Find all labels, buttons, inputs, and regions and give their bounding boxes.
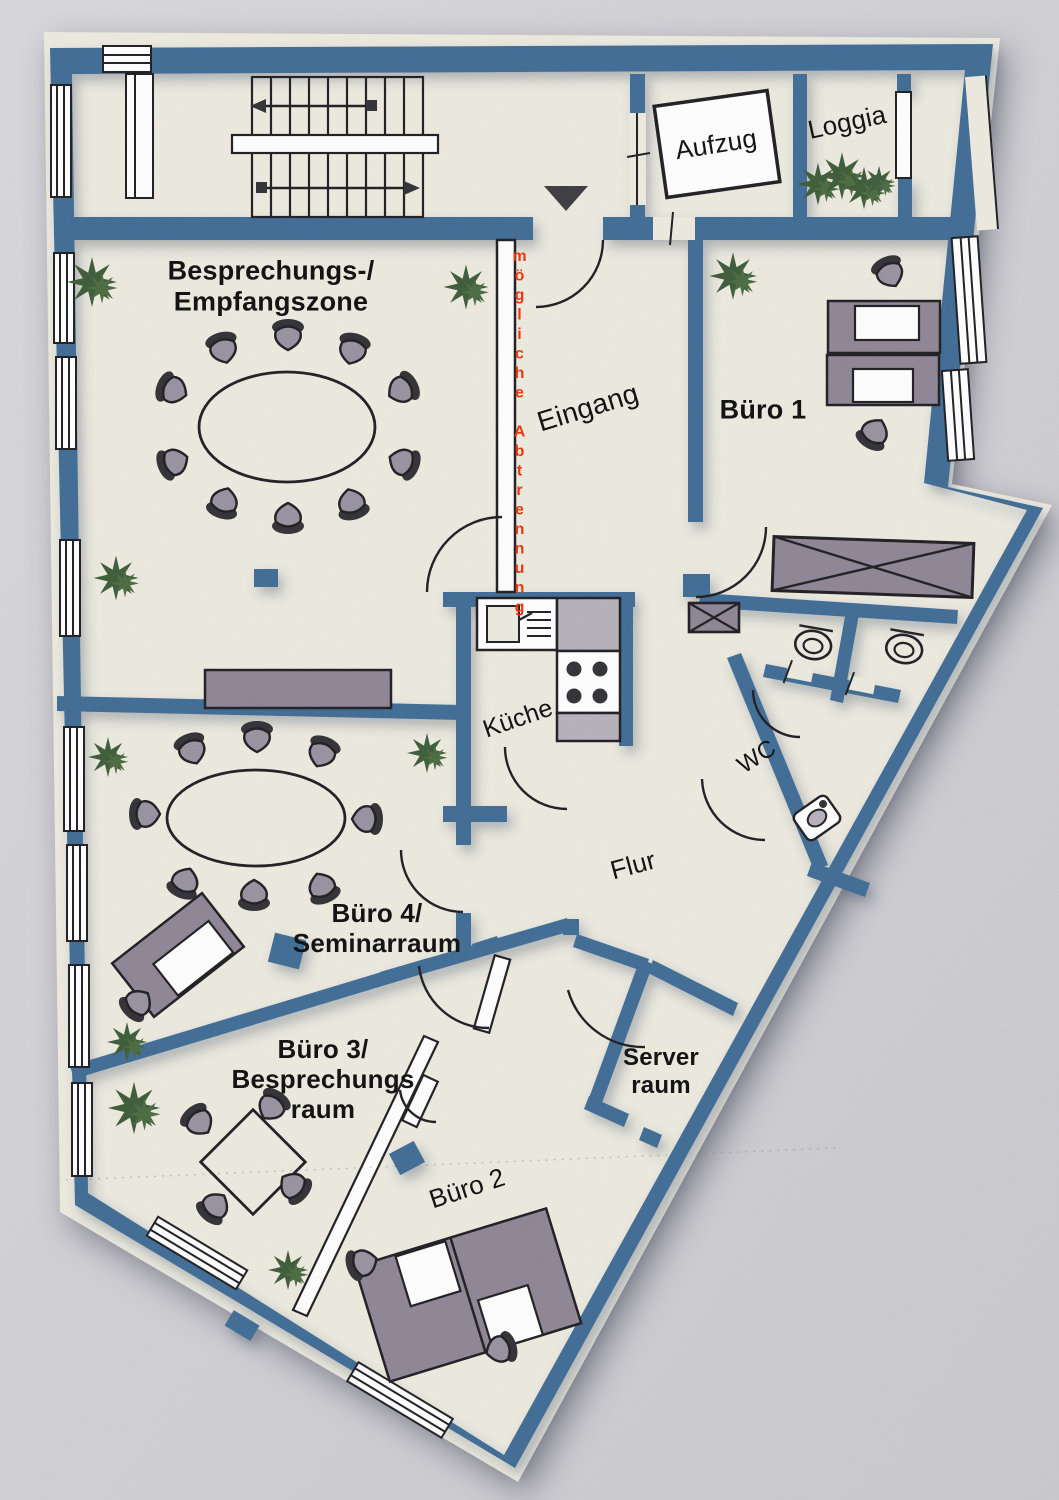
room-label-office3: Büro 3/ Besprechungs raum (231, 1033, 415, 1125)
room-label-office4: Büro 4/ Seminarraum (292, 897, 462, 958)
room-label-office1: Büro 1 (719, 394, 807, 425)
partition-annotation: mögliche Abtrennung (511, 248, 528, 619)
room-label-server: Server raum (623, 1044, 699, 1099)
room-label-reception: Besprechungs-/ Empfangszone (167, 255, 375, 317)
